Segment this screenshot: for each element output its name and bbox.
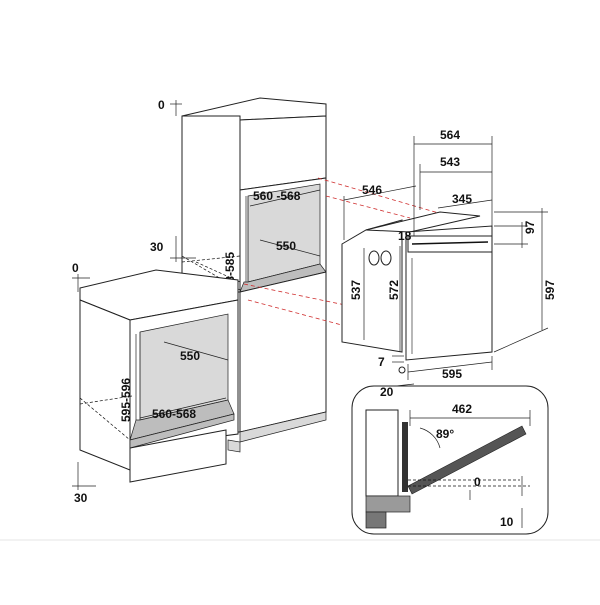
oven-front: [405, 225, 493, 361]
oven-body-height-left-label: 537: [349, 280, 363, 300]
door-angle-label: 89°: [436, 427, 454, 441]
oven-control-panel: [407, 235, 493, 253]
tall-cabinet-upper-front: [239, 115, 327, 191]
door-detail-open-door: [407, 425, 527, 495]
oven-depth-label: 546: [362, 183, 382, 197]
tall-cabinet-plinth: [239, 411, 327, 443]
door-detail-shelf: [365, 495, 411, 513]
base-bottom-depth-label: 30: [74, 491, 88, 505]
oven-bottom-offset-label: 7: [378, 355, 385, 369]
oven-knob-right: [380, 250, 392, 266]
base-niche-height-label: 595-596: [119, 378, 133, 422]
tall-niche-depth-label: 550: [276, 239, 296, 253]
tall-side-depth-label: 30: [150, 240, 164, 254]
base-top-label: 0: [72, 261, 79, 275]
oven-depth-rear-label: 345: [452, 192, 472, 206]
oven-knob-left: [368, 250, 380, 266]
oven-height-label: 597: [543, 280, 557, 300]
oven-body-height-inner-label: 572: [387, 280, 401, 300]
oven-front-depth-label: 20: [380, 385, 394, 399]
door-detail-oven-front: [402, 422, 408, 492]
tall-top-label: 0: [158, 98, 165, 112]
base-cabinet-dimensions: 0 30 595-596 550 560-568: [72, 261, 229, 505]
oven-front-gap-label: 18: [398, 229, 412, 243]
base-niche-width-label: 560-568: [152, 407, 196, 421]
door-clearance-bottom-label: 10: [500, 515, 514, 529]
oven-width-total-label: 564: [440, 128, 460, 142]
oven-panel-height-label: 97: [523, 220, 537, 234]
tall-niche-floor: [239, 263, 327, 293]
door-detail-frame: [351, 385, 549, 535]
door-open-depth-label: 462: [452, 402, 472, 416]
door-detail-cabinet: [365, 409, 399, 497]
tall-cabinet-upper-side: [181, 115, 241, 293]
base-niche-depth-label: 550: [180, 349, 200, 363]
base-niche-floor: [129, 399, 235, 441]
oven: [341, 211, 493, 374]
tall-niche-width-label: 560 -568: [253, 189, 301, 203]
base-cabinet-plinth: [129, 429, 227, 483]
base-cabinet: [79, 269, 239, 483]
oven-body-top: [365, 211, 481, 233]
tall-cabinet-lower-front: [239, 271, 327, 433]
door-clearance-top-label: 0: [474, 475, 481, 489]
door-detail: 462 89° 0 10: [351, 385, 549, 535]
oven-foot: [398, 366, 406, 374]
oven-dimensions: 564 543 546 345 18 97 597 537 572 7 595 …: [343, 128, 557, 399]
oven-front-width-label: 595: [442, 367, 462, 381]
oven-width-inner-label: 543: [440, 155, 460, 169]
